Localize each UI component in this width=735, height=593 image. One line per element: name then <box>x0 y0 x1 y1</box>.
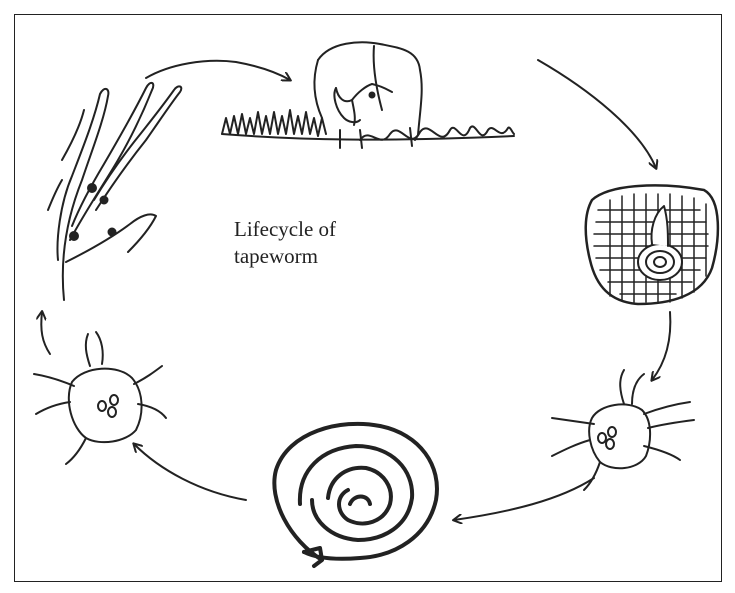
arrow-mite-to-grass <box>41 312 50 354</box>
tapeworm-icon <box>274 424 437 566</box>
arrow-worm-to-mite <box>134 444 246 500</box>
arrow-cow-to-cyst <box>538 60 656 168</box>
cyst-icon <box>586 185 718 304</box>
grass-icon <box>48 83 181 300</box>
mite-icon <box>552 370 694 490</box>
mite-icon <box>34 332 166 464</box>
arrow-grass-to-cow <box>146 61 290 80</box>
cow-icon <box>222 42 514 148</box>
arrow-cyst-to-mite <box>652 312 670 380</box>
arrow-mite-to-worm <box>454 478 594 520</box>
